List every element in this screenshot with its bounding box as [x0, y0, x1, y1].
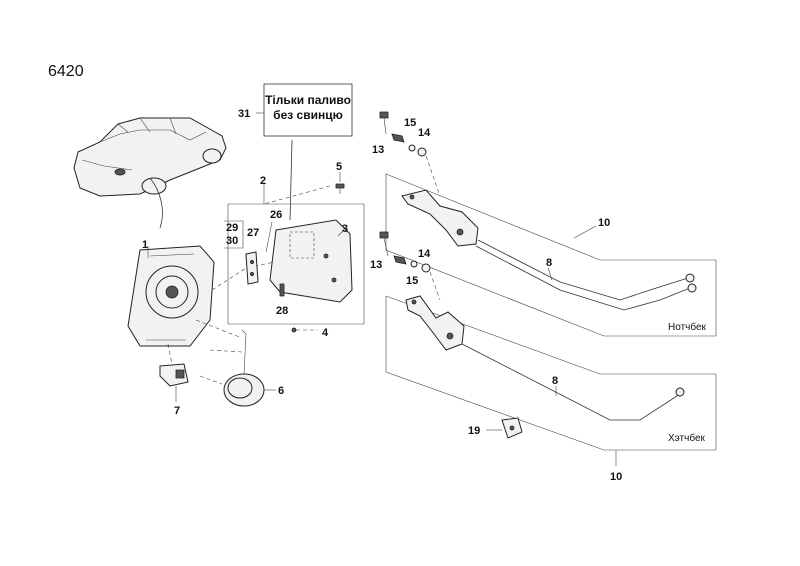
callout-15-lower: 15 — [406, 275, 418, 287]
variant-sedan-label: Нотчбек — [668, 321, 707, 333]
fasteners-lower — [379, 231, 431, 273]
callout-29: 29 — [226, 222, 238, 234]
sedan-release-lever — [401, 189, 479, 247]
note-line-1: Тільки паливо — [265, 93, 351, 107]
fasteners-upper — [379, 111, 427, 157]
sedan-group-frame — [385, 173, 717, 337]
hatch-group-frame — [385, 295, 717, 451]
callout-15-upper: 15 — [404, 117, 416, 129]
part-6-fuel-cap — [223, 329, 265, 407]
hatch-release-lever — [405, 295, 465, 351]
sedan-cable-8 — [477, 239, 689, 301]
group-2-frame — [227, 203, 365, 325]
part-4-pin — [291, 327, 297, 333]
part-27-hinge — [245, 251, 259, 285]
callout-6: 6 — [278, 385, 284, 397]
leader-note-to-flap — [289, 139, 293, 221]
callout-13-upper: 13 — [372, 144, 384, 156]
part-19-clip — [501, 417, 523, 439]
sedan-cable-10 — [475, 245, 691, 311]
callout-30: 30 — [226, 235, 238, 247]
callout-3: 3 — [342, 223, 348, 235]
car-illustration — [73, 117, 227, 229]
callout-31: 31 — [238, 108, 250, 120]
leader-car-to-flap — [149, 177, 163, 229]
callout-14-upper: 14 — [418, 127, 431, 139]
note-line-2: без свинцю — [273, 108, 343, 122]
callout-13-lower: 13 — [370, 259, 382, 271]
callout-10-sedan: 10 — [598, 217, 610, 229]
callout-10-hatch: 10 — [610, 471, 622, 483]
part-5-screw — [335, 183, 345, 194]
callout-14-lower: 14 — [418, 248, 431, 260]
diagram-code: 6420 — [48, 63, 84, 80]
callout-1: 1 — [142, 239, 148, 251]
hatch-cable-8 — [461, 343, 681, 421]
callout-28: 28 — [276, 305, 288, 317]
note-box — [263, 83, 353, 137]
callout-8-sedan: 8 — [546, 257, 552, 269]
callout-26: 26 — [270, 209, 282, 221]
part-1-housing — [127, 245, 215, 347]
callout-2: 2 — [260, 175, 266, 187]
part-7-clip — [159, 363, 189, 387]
callout-5: 5 — [336, 161, 342, 173]
callout-19: 19 — [468, 425, 480, 437]
callout-8-hatch: 8 — [552, 375, 558, 387]
variant-hatch-label: Хэтчбек — [668, 432, 706, 444]
callout-27: 27 — [247, 227, 259, 239]
part-3-fuel-door — [269, 219, 353, 303]
callout-4: 4 — [322, 327, 329, 339]
callout-7: 7 — [174, 405, 180, 417]
